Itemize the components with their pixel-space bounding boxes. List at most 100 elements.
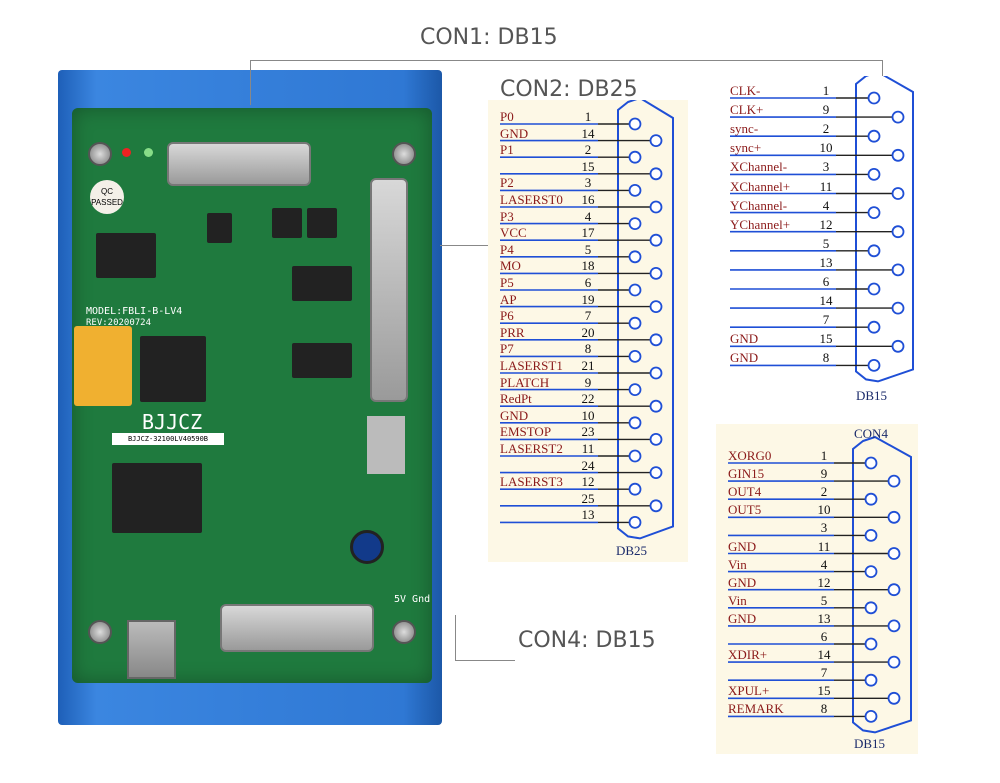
power-label: 5V Gnd: [394, 594, 431, 605]
pin-contact-icon: [891, 110, 905, 124]
pin-label: RedPt: [500, 391, 532, 407]
model-text: MODEL:FBLI-B-LV4: [86, 306, 183, 317]
led-red: [122, 148, 131, 157]
pin-contact-icon: [887, 655, 901, 669]
con1-caption: DB15: [856, 388, 888, 403]
pin-contact-icon: [649, 266, 663, 280]
pin-number: 18: [581, 258, 595, 274]
pin-contact-icon: [867, 282, 881, 296]
pin-number: 7: [822, 312, 830, 328]
pin-label: YChannel-: [730, 197, 788, 213]
pin-number: 1: [822, 83, 830, 98]
pin-label: LASERST3: [500, 474, 563, 490]
pin-label: sync+: [730, 140, 762, 156]
pin-number: 12: [581, 474, 595, 490]
pin-contact-icon: [628, 150, 642, 164]
pin-contact-icon: [891, 339, 905, 353]
con2-connector-diagram: [500, 100, 674, 540]
pin-number: 6: [584, 275, 592, 290]
pin-label: XChannel+: [730, 178, 791, 194]
pin-number: 8: [820, 701, 828, 717]
con2-port: [370, 178, 408, 402]
led-green: [144, 148, 153, 157]
pin-number: 3: [584, 175, 592, 191]
con1-leader: [250, 60, 882, 61]
pin-contact-icon: [891, 225, 905, 239]
pin-number: 9: [820, 466, 828, 482]
pin-label: P3: [500, 208, 514, 224]
pin-contact-icon: [649, 432, 663, 446]
screw-icon: [392, 620, 416, 644]
pin-number: 1: [584, 109, 592, 124]
con1-port: [167, 142, 311, 186]
pin-number: 11: [819, 178, 833, 194]
pin-label: PRR: [500, 324, 525, 340]
pin-number: 1: [820, 448, 828, 463]
con1-leader: [882, 60, 883, 76]
pin-contact-icon: [867, 91, 881, 105]
pin-number: 10: [581, 407, 595, 423]
pin-number: 2: [822, 121, 830, 137]
pin-number: 13: [819, 254, 833, 270]
pin-number: 5: [820, 592, 828, 608]
pin-contact-icon: [864, 492, 878, 506]
pin-contact-icon: [628, 316, 642, 330]
pin-number: 14: [581, 125, 595, 141]
pin-label: Vin: [728, 556, 747, 572]
pin-contact-icon: [887, 510, 901, 524]
pin-number: 3: [820, 520, 828, 536]
pin-label: GND: [728, 610, 757, 626]
screw-icon: [88, 620, 112, 644]
pin-contact-icon: [891, 263, 905, 277]
pin-number: 24: [581, 457, 595, 473]
pin-number: 10: [817, 502, 831, 518]
pin-contact-icon: [628, 416, 642, 430]
pcb-board: QC PASSED MODEL:FBLI-B-LV4 REV:20200724 …: [72, 108, 432, 683]
con4-port: [220, 604, 374, 652]
pin-contact-icon: [649, 399, 663, 413]
con1-connector-shell: [855, 76, 914, 383]
pin-number: 13: [581, 507, 595, 523]
con2-callout: CON2: DB25: [500, 77, 638, 102]
pin-contact-icon: [864, 529, 878, 542]
con2-connector-shell: [617, 100, 674, 540]
pin-contact-icon: [864, 565, 878, 579]
pin-label: P6: [500, 308, 514, 324]
pin-label: PLATCH: [500, 374, 550, 390]
pin-contact-icon: [649, 134, 663, 147]
fpga-chip: [140, 336, 206, 402]
pin-label: EMSTOP: [500, 424, 552, 440]
pin-label: LASERST0: [500, 192, 563, 207]
con4-leader: [455, 615, 456, 660]
pin-contact-icon: [867, 206, 881, 220]
pin-number: 8: [822, 350, 830, 366]
con2-leader: [440, 245, 490, 246]
pin-label: P4: [500, 241, 514, 257]
pin-label: LASERST1: [500, 358, 563, 373]
pin-contact-icon: [649, 300, 663, 314]
chip: [207, 213, 232, 243]
qc-passed-sticker: QC PASSED: [90, 180, 124, 214]
pin-label: P2: [500, 175, 514, 191]
pin-contact-icon: [649, 366, 663, 380]
pin-number: 4: [584, 208, 592, 224]
chip: [272, 208, 302, 238]
pin-contact-icon: [628, 349, 642, 363]
pin-number: 11: [817, 538, 831, 554]
voltage-regulator: [367, 416, 405, 474]
pin-label: P7: [500, 341, 514, 357]
pin-label: AP: [500, 291, 517, 307]
pin-label: XChannel-: [730, 159, 788, 175]
pin-number: 5: [584, 241, 592, 257]
pin-number: 25: [581, 490, 595, 506]
pin-number: 12: [819, 216, 833, 232]
pin-label: sync-: [730, 121, 759, 137]
pin-label: XDIR+: [728, 647, 768, 663]
pin-number: 5: [822, 235, 830, 251]
pin-contact-icon: [891, 187, 905, 200]
pin-contact-icon: [628, 184, 642, 197]
con1-leader: [250, 60, 251, 105]
pin-number: 4: [820, 556, 828, 572]
